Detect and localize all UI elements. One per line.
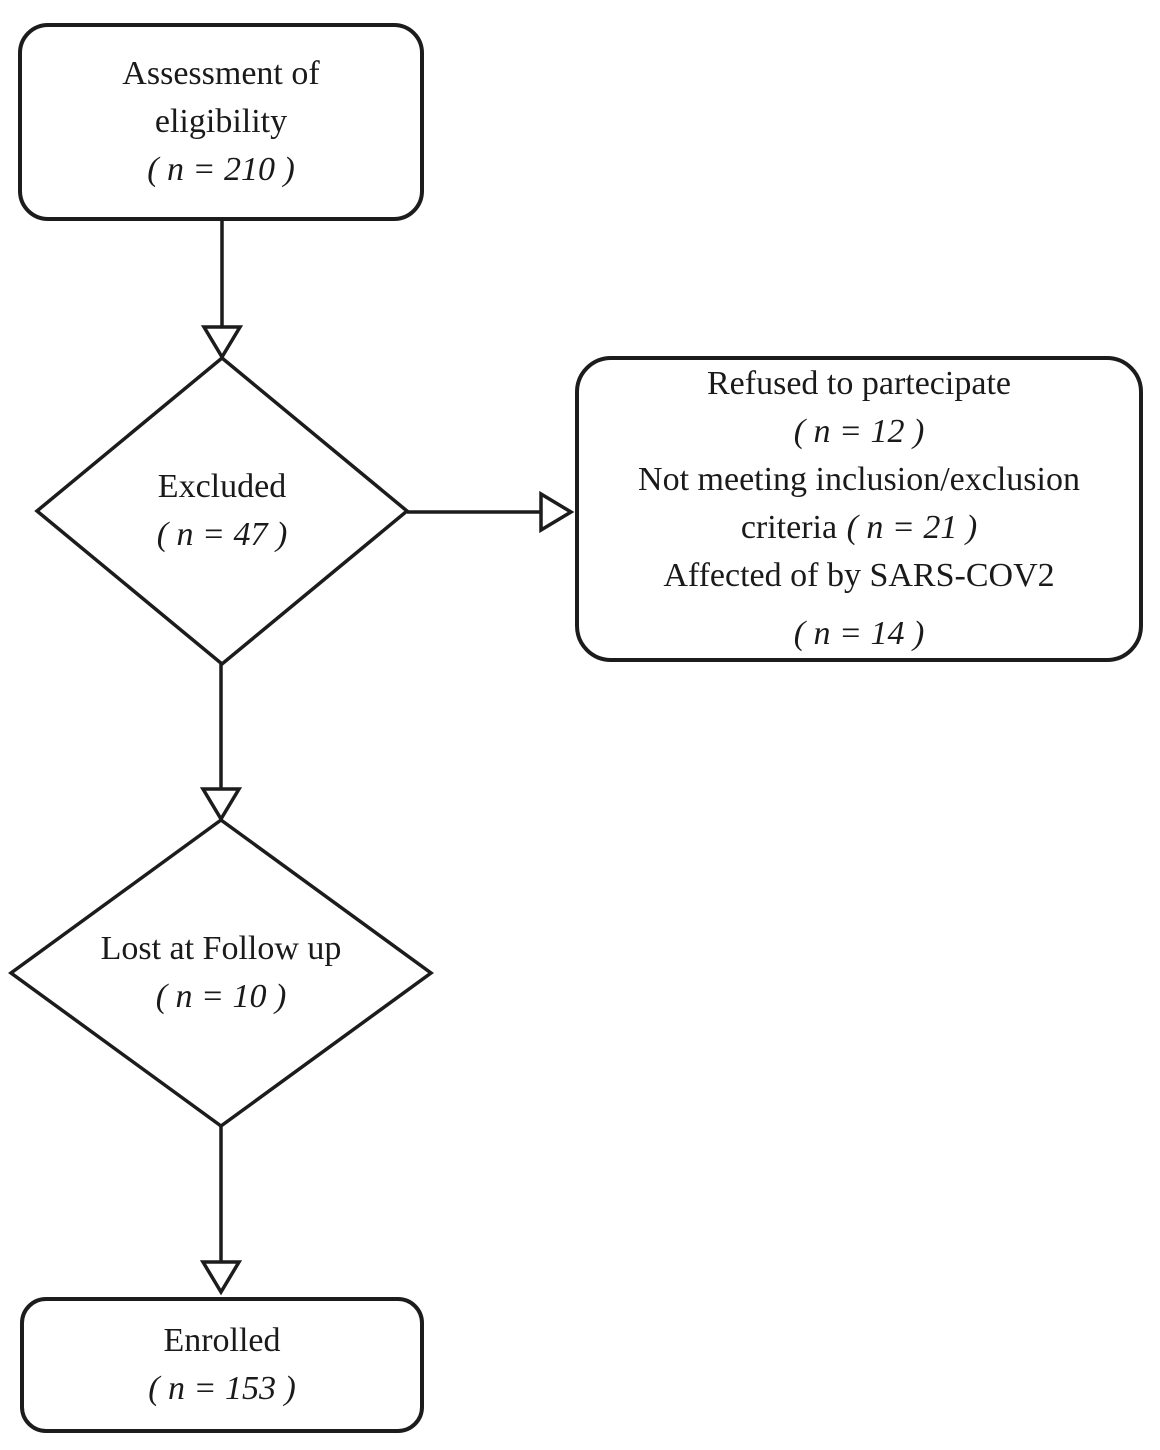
node-label-line: Not meeting inclusion/exclusion — [638, 461, 1080, 498]
node-label-line: eligibility — [154, 103, 288, 140]
arrowhead-down-excluded-to-lost — [199, 787, 243, 823]
node-label-line: Affected of by SARS-COV2 — [663, 557, 1055, 594]
node-excluded-text: Excluded ( n = 47 ) — [72, 463, 372, 559]
node-n-value: ( n = 47 ) — [156, 516, 288, 553]
node-enrolled: Enrolled ( n = 153 ) — [20, 1297, 424, 1433]
arrowhead-right-excluded-to-reasons — [539, 490, 575, 534]
node-n-value: ( n = 21 ) — [846, 509, 978, 546]
node-n-value: ( n = 210 ) — [147, 151, 295, 188]
arrowhead-down-assessment-to-excluded — [200, 325, 244, 361]
node-n-value: ( n = 153 ) — [148, 1370, 296, 1407]
arrowhead-down-lost-to-enrolled — [199, 1260, 243, 1296]
node-n-value: ( n = 12 ) — [793, 413, 925, 450]
node-label-line: Excluded — [157, 468, 287, 505]
node-label-line: Enrolled — [163, 1322, 281, 1359]
node-label-line: criteria( n = 21 ) — [741, 504, 977, 552]
node-n-value: ( n = 10 ) — [155, 978, 287, 1015]
node-label-line: Lost at Follow up — [100, 930, 342, 967]
node-label-fragment: criteria — [740, 509, 838, 546]
node-label-line: Refused to partecipate — [707, 365, 1011, 402]
node-exclusion-reasons: Refused to partecipate ( n = 12 ) Not me… — [575, 356, 1143, 662]
node-n-value: ( n = 14 ) — [793, 615, 925, 652]
node-assessment-of-eligibility: Assessment of eligibility ( n = 210 ) — [18, 23, 424, 221]
node-lost-at-follow-up-text: Lost at Follow up ( n = 10 ) — [21, 925, 421, 1021]
node-label-line: Assessment of — [122, 55, 320, 92]
